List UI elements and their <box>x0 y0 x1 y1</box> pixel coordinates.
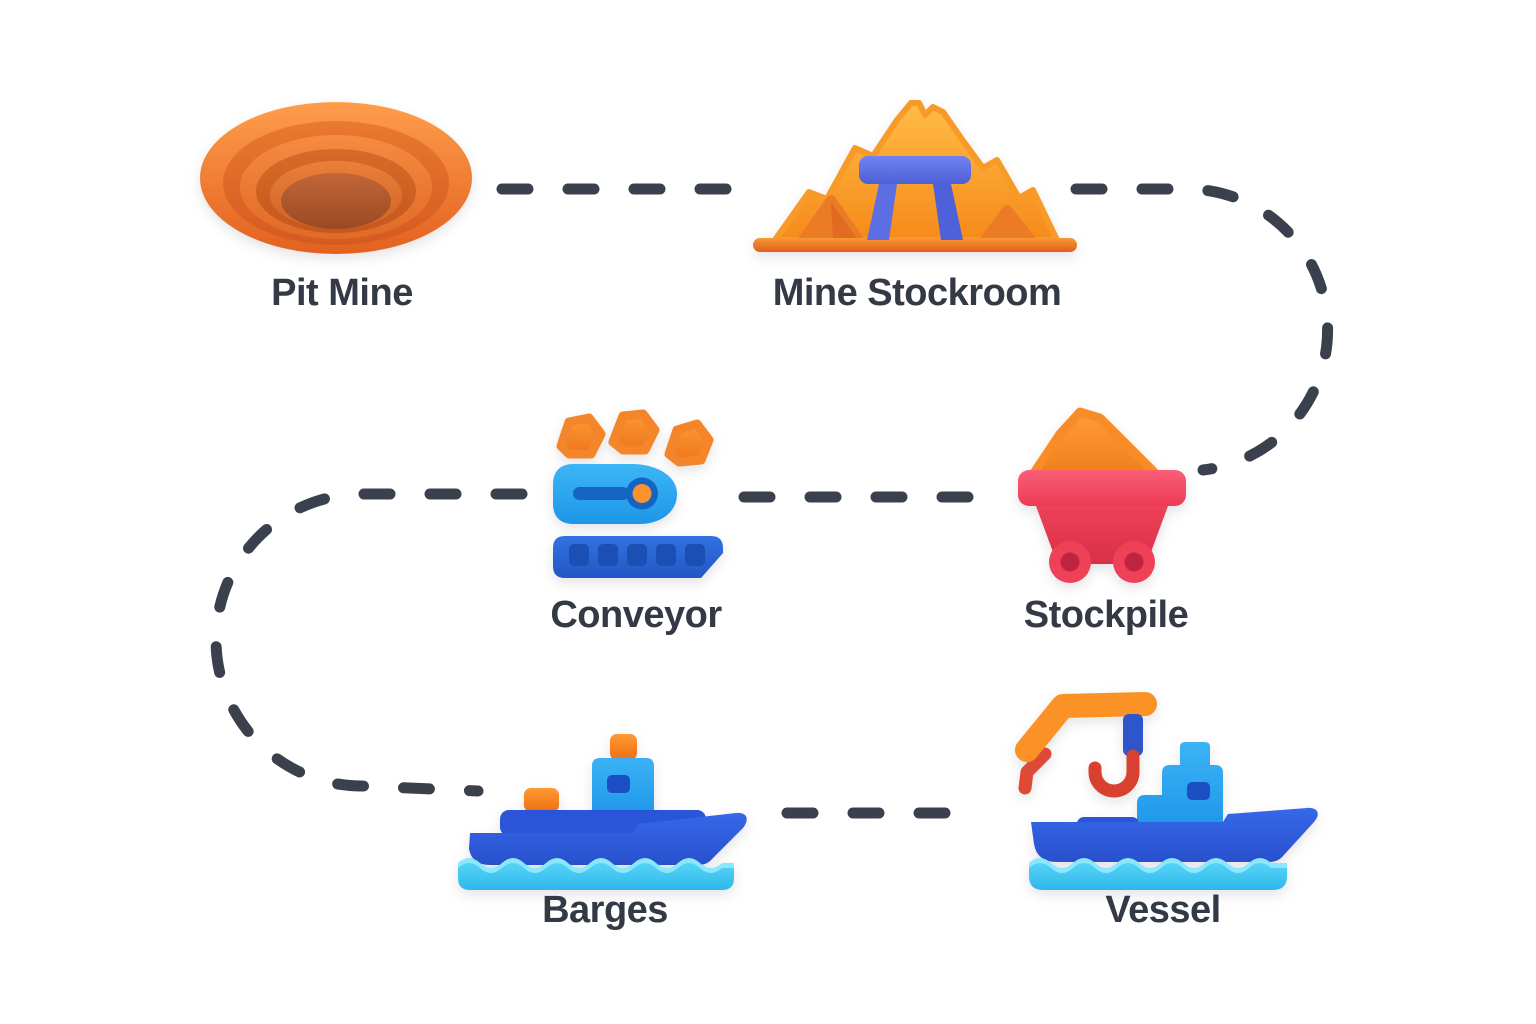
open-pit-mine-crater-icon <box>200 102 472 254</box>
barges-label: Barges <box>542 889 668 931</box>
mine-cart-with-ore-icon <box>1018 407 1186 583</box>
pit-mine-label: Pit Mine <box>271 272 413 314</box>
barge-ship-icon <box>458 734 747 890</box>
vessel-label: Vessel <box>1105 889 1221 931</box>
connector-mine-stockroom-to-stockpile <box>1070 183 1334 476</box>
conveyor-label: Conveyor <box>550 594 722 636</box>
stockpile-label: Stockpile <box>1023 594 1189 636</box>
conveyor-belt-with-ore-icon <box>553 409 723 578</box>
cargo-vessel-with-crane-icon <box>1015 692 1318 890</box>
connector-conveyor-to-barges <box>210 488 528 797</box>
mine-stockroom-label: Mine Stockroom <box>772 272 1062 314</box>
mountain-mine-portal-icon <box>753 100 1077 252</box>
